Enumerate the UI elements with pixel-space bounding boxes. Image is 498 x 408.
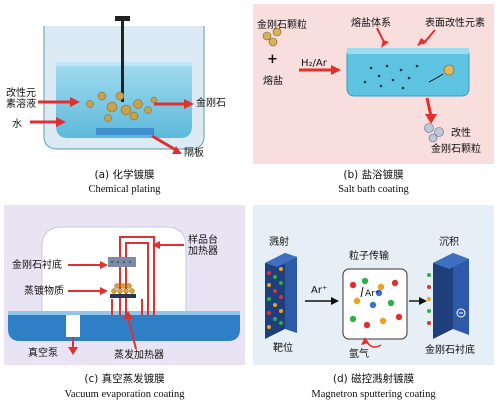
bell-jar [41,226,187,314]
label-stage-heater: 样品台 加热器 [188,235,218,257]
label-evap-material: 蒸镀物质 [24,286,64,297]
base-plate [8,313,240,341]
label-surface-element: 表面改性元素 [425,18,485,29]
substrate-dots [111,261,131,263]
label-molten-salt: 熔盐 [263,76,283,87]
label-diamond: 金刚石 [196,98,226,109]
transport-particles [349,277,403,329]
baffle [96,128,154,135]
substrate [108,257,136,267]
salt-bath-container [346,52,470,97]
pump-pipe [66,315,80,337]
label-water: 水 [12,119,22,130]
stirrer-rod [121,18,124,102]
label-deposit: 沉积 [439,237,459,248]
caption-b-zh: (b) 盐浴镀膜 [343,169,404,181]
minus-marker [456,308,466,318]
label-vacuum-pump: 真空泵 [28,348,58,359]
bath-particle [443,64,455,76]
caption-c-zh: (c) 真空蒸发镀膜 [84,373,165,385]
panel-magnetron-sputtering: 溅射 粒子传输 沉积 Ar⁺ Ar⁺ 靶位 氩气 金刚石衬底 [253,205,494,365]
target-atoms [267,267,283,329]
caption-c-en: Vacuum evaporation coating [64,389,185,400]
label-substrate: 金刚石衬底 [12,260,62,271]
panel-vacuum-evaporation: 样品台 加热器 金刚石衬底 蒸镀物质 真空泵 蒸发加热器 [4,205,245,365]
label-baffle: 隔板 [184,148,204,159]
evaporation-material [111,283,135,294]
salt-bath-diagram [253,4,494,164]
label-ar-plus-mid: Ar⁺ [365,289,380,299]
vacuum-evaporation-diagram [4,205,245,365]
panel-chemical-plating: 改性元 素溶液 水 金刚石 隔板 [4,4,245,164]
magnetron-sputtering-diagram [253,205,494,365]
caption-a-zh: (a) 化学镀膜 [94,169,155,181]
heater-wires [111,236,155,315]
label-argon: 氩气 [349,349,369,360]
label-plus: + [267,52,278,67]
label-sputter: 溅射 [269,237,289,248]
diamond-particles [86,91,158,122]
caption-b-en: Salt bath coating [338,184,409,195]
label-gas: H₂/Ar [301,58,327,69]
caption-a-en: Chemical plating [88,184,161,195]
label-evap-heater: 蒸发加热器 [114,350,164,361]
substrate-block [433,253,469,339]
label-solution: 改性元 素溶液 [6,88,36,110]
label-salt-system: 熔盐体系 [351,18,391,29]
caption-d-zh: (d) 磁控溅射镀膜 [332,373,415,385]
stirrer-handle [115,16,130,21]
label-modified-diamond: 金刚石颗粒 [431,144,481,155]
label-transport: 粒子传输 [349,251,389,262]
caption-d-en: Magnetron sputtering coating [311,389,436,400]
label-target: 靶位 [273,343,293,354]
panel-salt-bath: 金刚石颗粒 熔盐体系 表面改性元素 + H₂/Ar 熔盐 改性 金刚石颗粒 [253,4,494,164]
label-diamond-particles: 金刚石颗粒 [257,20,307,31]
diamond-particles-input [262,27,282,47]
chemical-plating-diagram [4,4,245,164]
label-modified: 改性 [451,128,471,139]
deposit-atoms [427,273,431,325]
label-ar-plus-left: Ar⁺ [311,285,328,296]
label-substrate: 金刚石衬底 [425,345,475,356]
salt-dots [363,64,419,90]
modified-diamond-output [424,123,444,143]
